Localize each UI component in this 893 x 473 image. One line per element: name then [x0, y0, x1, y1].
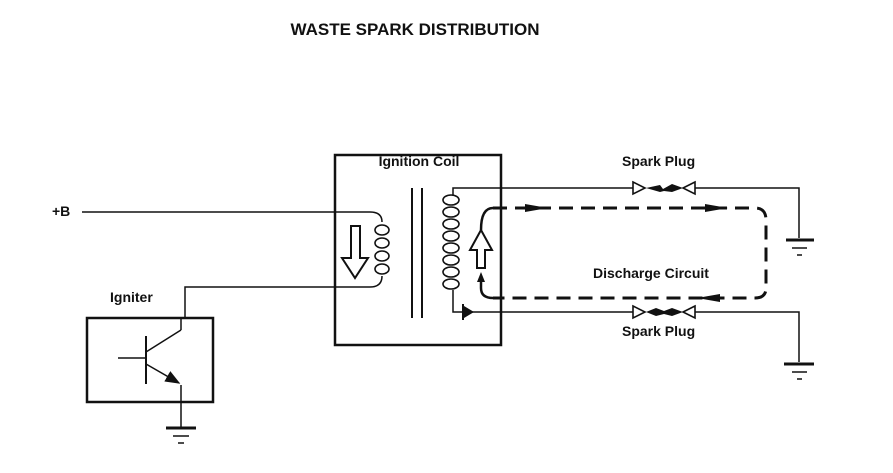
ground-icon — [784, 362, 814, 380]
down-arrow-icon — [340, 225, 370, 280]
flow-arrow-icon — [697, 294, 720, 302]
secondary-top-wire — [452, 187, 633, 195]
ignition-coil-box — [333, 153, 503, 347]
transistor-icon — [118, 318, 182, 384]
igniter-box — [85, 316, 215, 404]
diode-icon — [462, 304, 474, 320]
spark-plug-top — [632, 180, 696, 196]
ignition-coil-label: Ignition Coil — [379, 153, 460, 169]
spark-plug-top-wire — [695, 187, 800, 238]
spark-plug-bottom-label: Spark Plug — [622, 323, 695, 339]
discharge-path-curve — [479, 206, 494, 231]
plus-b-wire — [82, 211, 383, 223]
up-arrow-icon — [468, 227, 494, 269]
flow-arrow-icon — [525, 204, 548, 212]
primary-to-igniter-wire — [184, 275, 383, 318]
secondary-coil — [442, 194, 460, 290]
flow-arrow-icon — [705, 204, 728, 212]
ground-icon — [166, 426, 196, 444]
spark-plug-top-label: Spark Plug — [622, 153, 695, 169]
diagram-title: WASTE SPARK DISTRIBUTION — [290, 20, 539, 39]
spark-plug-bottom-wire — [695, 311, 800, 362]
small-arrow-icon — [477, 272, 485, 282]
igniter-label: Igniter — [110, 289, 153, 305]
discharge-path-curve — [479, 278, 494, 300]
spark-plug-bottom — [632, 304, 696, 320]
primary-coil — [374, 224, 390, 275]
secondary-bottom-wire — [452, 290, 633, 313]
plus-b-label: +B — [52, 203, 70, 219]
discharge-circuit-loop — [493, 206, 768, 300]
ground-icon — [786, 238, 814, 256]
discharge-circuit-label: Discharge Circuit — [593, 265, 709, 281]
